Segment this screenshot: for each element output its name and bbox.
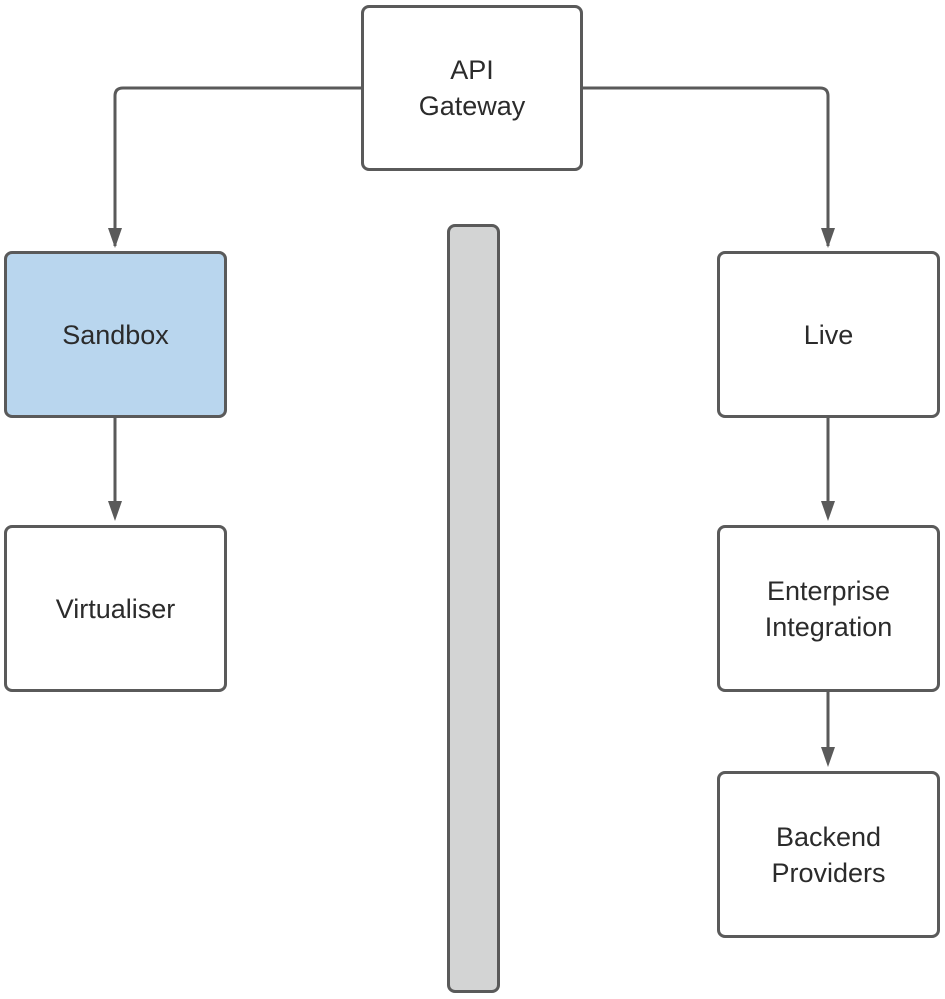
node-live: Live: [717, 251, 940, 418]
node-virtualiser-label: Virtualiser: [55, 593, 176, 624]
node-sandbox-label: Sandbox: [62, 319, 169, 350]
arrowhead-virtualiser: [108, 501, 122, 521]
arrowhead-backend: [821, 747, 835, 767]
arrowhead-enterprise: [821, 501, 835, 521]
node-enterprise-integration: Enterprise Integration: [717, 525, 940, 692]
node-enterprise-integration-label: Enterprise Integration: [764, 575, 893, 642]
arrowhead-sandbox: [108, 228, 122, 248]
node-sandbox: Sandbox: [4, 251, 227, 418]
separator-bar: [447, 224, 500, 993]
arrowhead-live: [821, 228, 835, 248]
node-api-gateway-label: API Gateway: [418, 55, 526, 121]
node-virtualiser: Virtualiser: [4, 525, 227, 692]
node-backend-providers: Backend Providers: [717, 771, 940, 938]
node-backend-providers-label: Backend Providers: [771, 821, 886, 888]
connector-gateway-to-live: [583, 86, 830, 246]
node-live-label: Live: [803, 319, 854, 350]
connector-gateway-to-sandbox: [113, 86, 361, 246]
node-api-gateway: API Gateway: [361, 5, 583, 171]
